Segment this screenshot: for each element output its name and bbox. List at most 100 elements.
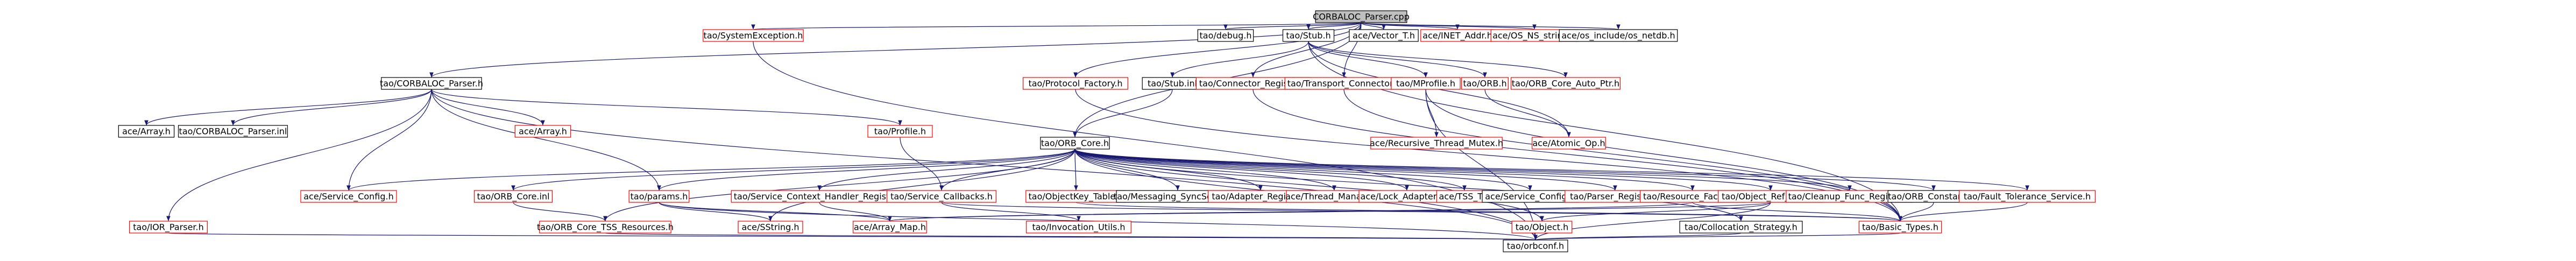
edge-basic-types-to-orbconf [1534,232,1901,241]
node-tao-cleanup-func-registry-h[interactable]: tao/Cleanup_Func_Registry.h [1786,190,1914,203]
edge-corbaloc-h-to-ace-array [144,89,432,126]
node-ace-array-h[interactable]: ace/Array.h [514,125,571,138]
node-label: tao/Stub.inl [1148,79,1197,89]
edge-objectkey-table-to-basic-types [1075,202,1902,222]
node-tao-corbaloc-parser-inl[interactable]: tao/CORBALOC_Parser.inl [178,125,288,138]
node-tao-ior-parser-h[interactable]: tao/IOR_Parser.h [129,221,208,234]
node-box [628,190,690,203]
node-box [129,221,208,234]
node-ace-service-config-h[interactable]: ace/Service_Config.h [300,190,397,203]
node-tao-orb-constants-h[interactable]: tao/ORB_Constants.h [1887,190,1980,203]
node-tao-params-h[interactable]: tao/params.h [628,190,690,203]
node-ace-sstring-h[interactable]: ace/SString.h [738,221,803,234]
node-label: tao/Invocation_Utils.h [1032,222,1125,233]
node-tao-objectkey-table-h[interactable]: tao/ObjectKey_Table.h [1025,190,1127,203]
node-ace-lock-adapter-t-h[interactable]: ace/Lock_Adapter_T.h [1358,190,1455,203]
node-tao-debug-h[interactable]: tao/debug.h [1197,29,1254,42]
node-label: tao/Connector_Registry.h [1199,79,1307,89]
edge-corbaloc-h-to-corbaloc-inl [231,89,432,126]
node-label: tao/Basic_Types.h [1862,222,1938,233]
node-tao-stub-inl[interactable]: tao/Stub.inl [1142,77,1203,90]
edge-orb-core-to-object-h [1074,149,1544,222]
node-ace-inet-addr-h[interactable]: ace/INET_Addr.h [1420,29,1495,42]
node-ace-os-include-os-netdb-h[interactable]: ace/os_include/os_netdb.h [1559,29,1678,42]
node-box [300,190,397,203]
node-label: tao/Parser_Registry.h [1570,192,1660,202]
node-box [886,190,997,203]
node-tao-stub-h[interactable]: tao/Stub.h [1282,29,1335,42]
node-tao-transport-connector-h[interactable]: tao/Transport_Connector.h [1284,77,1404,90]
edge-root-to-debug [1223,22,1362,30]
node-tao-object-h[interactable]: tao/Object.h [1511,221,1573,234]
node-box [514,125,571,138]
node-label: tao/Object.h [1516,222,1569,232]
node-tao-orb-h[interactable]: tao/ORB.h [1461,77,1509,90]
edge-resource-factory-to-basic-types [1692,202,1902,222]
node-box [1858,221,1942,234]
edge-orb-core-to-objectkey-table [1074,149,1078,191]
edge-orb-core-to-service-config2 [1074,149,1532,191]
node-box [1511,221,1573,234]
node-label: tao/Service_Callbacks.h [890,192,993,202]
node-box [867,125,933,138]
edge-layer [144,22,2029,241]
node-label: tao/Cleanup_Func_Registry.h [1788,192,1912,202]
node-label: tao/Resource_Factory.h [1643,192,1742,202]
node-label: tao/Stub.h [1286,31,1331,41]
node-tao-systemexception-h[interactable]: tao/SystemException.h [703,29,804,42]
edge-service-callbacks-to-basic-types [941,202,1902,222]
node-corbaloc-parser-cpp: CORBALOC_Parser.cpp [1313,10,1410,23]
node-tao-basic-types-h[interactable]: tao/Basic_Types.h [1858,221,1942,234]
node-tao-orb-core-h[interactable]: tao/ORB_Core.h [1040,137,1110,150]
edge-orb-core-to-parser-registry [1074,149,1617,191]
node-label: tao/Transport_Connector.h [1287,79,1401,89]
edge-orb-core-to-lock-adapter [1074,149,1409,191]
node-ace-array-map-h[interactable]: ace/Array_Map.h [853,221,927,234]
edge-collocation-strategy-to-orbconf [1533,232,1742,241]
node-box [1197,29,1254,42]
node-ace-tss-t-h[interactable]: ace/TSS_T.h [1436,190,1493,203]
edge-stub-to-orb-core-auto-ptr [1308,41,1568,78]
edge-object-ref-table-to-object-h [1540,202,1771,222]
node-label: tao/ORB_Core.inl [477,192,549,202]
edge-orb-core-to-object-ref-table [1074,149,1773,191]
edge-orb-core-inl-to-orb-core-tss [513,202,607,222]
node-ace-recursive-thread-mutex-h[interactable]: ace/Recursive_Thread_Mutex.h [1370,137,1503,150]
edge-orb-core-to-service-context-handler [817,149,1075,191]
node-label: tao/ORB_Core_Auto_Ptr.h [1512,79,1619,89]
node-box [1510,77,1621,90]
node-tao-fault-tolerance-service-h[interactable]: tao/Fault_Tolerance_Service.h [1959,190,2096,203]
node-ace-vector-t-h[interactable]: ace/Vector_T.h [1349,29,1419,42]
node-box [1023,77,1128,90]
edge-corbaloc-h-to-service-config [346,89,432,191]
node-ace-array-h[interactable]: ace/Array.h [118,125,175,138]
edge-orb-core-to-thread-manager [1074,149,1336,191]
edge-stub-inl-to-orb-core [1073,89,1173,138]
node-tao-orb-core-tss-resources-h[interactable]: tao/ORB_Core_TSS_Resources.h [537,221,674,234]
edge-corbaloc-h-to-ior-parser [166,89,432,222]
node-tao-protocol-factory-h[interactable]: tao/Protocol_Factory.h [1023,77,1128,90]
edge-orb-core-to-resource-factory [1074,149,1695,191]
node-tao-orb-core-auto-ptr-h[interactable]: tao/ORB_Core_Auto_Ptr.h [1510,77,1621,90]
node-tao-service-context-handler-registry-h[interactable]: tao/Service_Context_Handler_Registry.h [731,190,908,203]
node-box [853,221,927,234]
node-tao-corbaloc-parser-h[interactable]: tao/CORBALOC_Parser.h [380,77,483,90]
edge-orb-core-tss-to-orbconf [605,232,1537,241]
node-label: tao/Service_Context_Handler_Registry.h [734,192,905,202]
node-tao-invocation-utils-h[interactable]: tao/Invocation_Utils.h [1026,221,1131,234]
node-tao-orb-core-inl[interactable]: tao/ORB_Core.inl [473,190,553,203]
edge-root-to-stub [1306,22,1362,30]
node-tao-mprofile-h[interactable]: tao/MProfile.h [1391,77,1461,90]
node-label: ace/Array.h [122,126,171,137]
node-tao-service-callbacks-h[interactable]: tao/Service_Callbacks.h [886,190,997,203]
node-label: tao/Adapter_Registry.h [1212,192,1309,202]
node-label: ace/Service_Config.h [1485,192,1575,202]
node-box [703,29,804,42]
node-ace-service-config-h[interactable]: ace/Service_Config.h [1482,190,1579,203]
node-tao-collocation-strategy-h[interactable]: tao/Collocation_Strategy.h [1679,221,1803,234]
node-tao-orbconf-h[interactable]: tao/orbconf.h [1503,239,1568,252]
node-ace-atomic-op-h[interactable]: ace/Atomic_Op.h [1532,137,1606,150]
node-tao-profile-h[interactable]: tao/Profile.h [867,125,933,138]
node-tao-connector-registry-h[interactable]: tao/Connector_Registry.h [1195,77,1311,90]
